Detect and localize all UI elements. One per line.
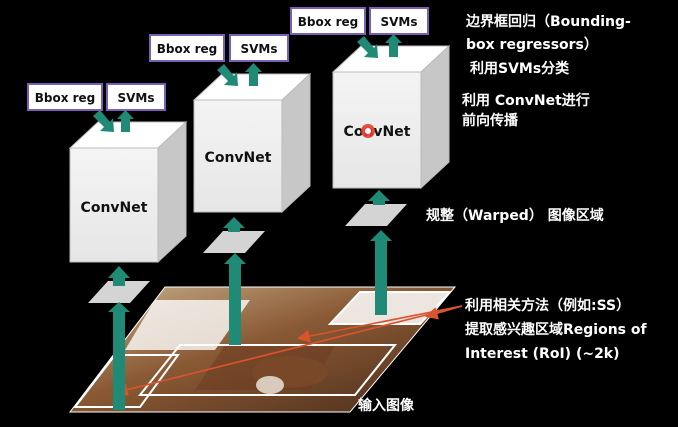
input-image-label: 输入图像 bbox=[358, 398, 414, 414]
warp-to-convnet-arrows bbox=[108, 190, 390, 286]
bbox-regressors-annotation-line2: box regressors） bbox=[466, 37, 598, 53]
roi-annotation-line1: 利用相关方法（例如:SS） bbox=[465, 298, 631, 314]
warped-region-annotation: 规整（Warped） 图像区域 bbox=[426, 208, 604, 224]
bbox-reg-label: Bbox reg bbox=[35, 91, 96, 105]
roi-annotation-line3: Interest (RoI) (~2k) bbox=[465, 346, 620, 362]
svms-label: SVMs bbox=[240, 42, 277, 56]
convnet-cube-1 bbox=[68, 120, 188, 264]
convnet-label: ConvNet bbox=[205, 150, 272, 166]
svm-classify-annotation: 利用SVMs分类 bbox=[470, 61, 570, 77]
svms-label: SVMs bbox=[380, 15, 417, 29]
warped-regions bbox=[88, 204, 407, 303]
roi-pointer-arrows bbox=[114, 305, 463, 396]
bbox-regressors-annotation-line1: 边界框回归（Bounding- bbox=[466, 14, 631, 30]
convnet-label: ConvNet bbox=[344, 124, 411, 140]
output-labels-1: Bbox reg SVMs bbox=[27, 83, 166, 111]
output-labels-3: Bbox reg SVMs bbox=[290, 7, 429, 35]
output-arrows bbox=[93, 34, 402, 132]
convnet-cube-2 bbox=[192, 72, 312, 214]
convnet-forward-annotation-line1: 利用 ConvNet进行 bbox=[462, 93, 590, 109]
cursor-marker-icon bbox=[361, 124, 375, 138]
bbox-reg-label: Bbox reg bbox=[157, 42, 218, 56]
roi-annotation-line2: 提取感兴趣区域Regions of bbox=[465, 322, 647, 338]
convnet-forward-annotation-line2: 前向传播 bbox=[462, 113, 518, 129]
convnet-label: ConvNet bbox=[81, 200, 148, 216]
output-labels-2: Bbox reg SVMs bbox=[149, 34, 289, 62]
convnet-cube-3 bbox=[331, 44, 451, 190]
image-to-warp-arrows bbox=[108, 230, 392, 410]
svms-label: SVMs bbox=[117, 91, 154, 105]
bbox-reg-label: Bbox reg bbox=[298, 15, 359, 29]
